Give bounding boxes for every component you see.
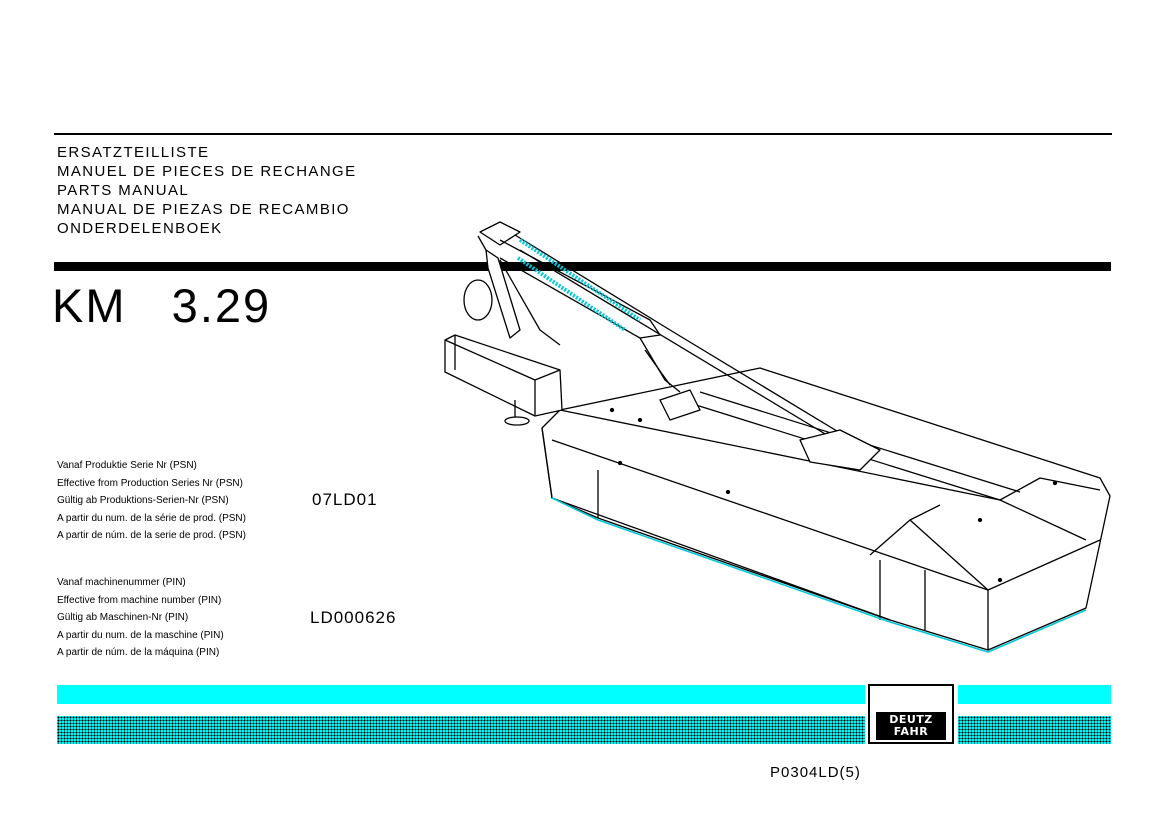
psn-line-dutch: Vanaf Produktie Serie Nr (PSN)	[57, 460, 197, 471]
title-english: PARTS MANUAL	[57, 182, 190, 199]
heavy-rule	[54, 262, 1111, 271]
document-number: P0304LD(5)	[770, 764, 861, 781]
title-dutch: ONDERDELENBOEK	[57, 220, 223, 237]
title-spanish: MANUAL DE PIEZAS DE RECAMBIO	[57, 201, 350, 218]
top-rule	[54, 133, 1112, 135]
dotted-band-right	[958, 716, 1111, 744]
psn-line-spanish: A partir de núm. de la serie de prod. (P…	[57, 530, 246, 541]
pin-line-german: Gültig ab Maschinen-Nr (PIN)	[57, 612, 189, 623]
pin-line-dutch: Vanaf machinenummer (PIN)	[57, 577, 186, 588]
title-french: MANUEL DE PIECES DE RECHANGE	[57, 163, 357, 180]
manual-titles: ERSATZTEILLISTE MANUEL DE PIECES DE RECH…	[57, 143, 357, 238]
cyan-band-right	[958, 685, 1111, 704]
pin-line-english: Effective from machine number (PIN)	[57, 594, 222, 606]
psn-block: Vanaf Produktie Serie Nr (PSN) Effective…	[57, 457, 246, 545]
logo-text-deutz: DEUTZ	[889, 713, 933, 726]
cyan-band-left	[57, 685, 865, 704]
psn-line-english: Effective from Production Series Nr (PSN…	[57, 477, 243, 489]
logo-plate: DEUTZ FAHR	[876, 712, 946, 740]
title-german: ERSATZTEILLISTE	[57, 144, 210, 161]
deutz-fahr-logo: DEUTZ FAHR	[868, 684, 954, 744]
pin-line-spanish: A partir de núm. de la máquina (PIN)	[57, 647, 220, 658]
pin-line-french: A partir du num. de la maschine (PIN)	[57, 629, 224, 641]
psn-value: 07LD01	[312, 490, 378, 509]
pin-block: Vanaf machinenummer (PIN) Effective from…	[57, 574, 224, 662]
logo-text-fahr: FAHR	[893, 725, 929, 738]
model-name: KM 3.29	[52, 279, 272, 332]
dotted-band-left	[57, 716, 865, 744]
pin-value: LD000626	[310, 608, 397, 627]
mower-illustration	[444, 221, 1111, 653]
psn-line-french: A partir du num. de la série de prod. (P…	[57, 512, 246, 524]
psn-line-german: Gültig ab Produktions-Serien-Nr (PSN)	[57, 495, 229, 506]
